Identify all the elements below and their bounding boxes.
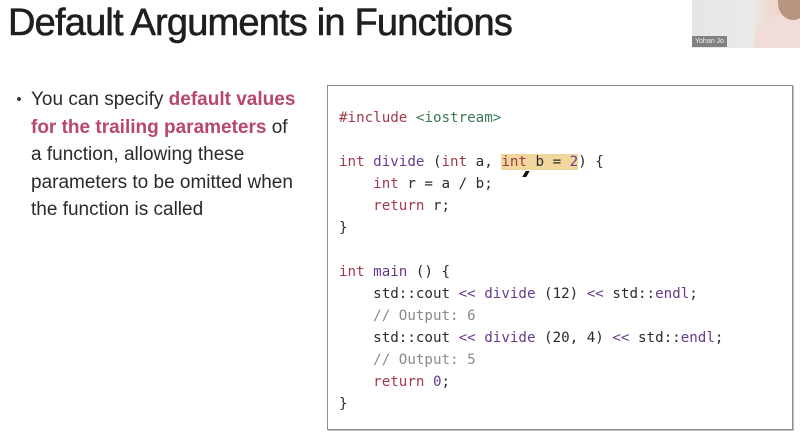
code-token: } [339,396,348,412]
code-line: #include <iostream> [339,107,723,129]
code-token: r = a / b; [398,176,493,192]
code-token-fn: endl [655,286,690,302]
code-token [476,286,485,302]
code-token [561,154,570,170]
code-token: std::cout [339,330,459,346]
code-line [339,239,723,261]
participant-name-label: Yohan Jo [692,36,727,47]
code-token: (20, 4) [535,330,613,346]
code-token-kw: return [373,198,425,214]
code-token: = [552,154,562,170]
participant-video-head [778,0,800,20]
bullet-list: • You can specify default values for the… [10,86,310,224]
code-token-fn: divide [484,286,536,302]
code-line: // Output: 6 [339,305,723,327]
code-token-kw: #include [339,110,408,126]
code-token [339,308,373,324]
code-line: int r = a / b; [339,173,723,195]
code-token-fn: endl [680,330,715,346]
code-token: ( [424,154,442,170]
code-line: std::cout << divide (12) << std::endl; [339,283,723,305]
code-token-kw: int [339,154,365,170]
code-line: int divide (int a, int b = 2) { [339,151,723,173]
code-token: } [339,220,348,236]
code-token: std:: [603,286,656,302]
code-token-fn: << [612,330,630,346]
bullet-item: You can specify default values for the t… [31,86,296,224]
code-token: ; [689,286,698,302]
code-token: r; [424,198,451,214]
code-token-cm: // Output: 5 [373,352,476,368]
code-token-str: <iostream> [415,110,502,126]
code-token: ; [714,330,724,346]
bullet-text-after: of a function, allowing these parameters… [31,116,293,221]
code-token [424,374,433,390]
code-token-num: 0 [432,374,442,390]
code-token-fn: divide [373,154,425,170]
code-token-kw: return [373,374,425,390]
code-line [339,129,723,151]
code-token [339,352,373,368]
bullet-text-before: You can specify [31,89,169,110]
code-token [339,198,373,214]
bullet-emphasis: default values for the trailing paramete… [31,89,296,138]
code-line: // Output: 5 [339,349,723,371]
code-token [339,176,373,192]
code-token-kw: int [441,154,468,170]
code-listing: #include <iostream> int divide (int a, i… [339,107,723,415]
code-token: b [526,154,553,170]
code-token: (12) [535,286,587,302]
code-token: () { [407,264,451,280]
code-token: std::cout [339,286,459,302]
code-token-num: 2 [569,154,579,170]
code-token-kw: int [339,264,365,280]
code-token: ; [441,374,451,390]
code-line: return 0; [339,371,723,393]
code-token-cm: // Output: 6 [373,308,476,324]
code-token-kw: int [373,176,399,192]
code-token-fn: << [458,286,476,302]
code-token: std:: [629,330,681,346]
slide-title: Default Arguments in Functions [8,2,513,45]
code-token: a, [467,154,502,170]
bullet-marker: • [16,91,22,108]
code-token [339,374,373,390]
code-line: } [339,393,723,415]
code-token-fn: divide [484,330,536,346]
code-line: return r; [339,195,723,217]
code-token-kw: int [501,154,527,170]
code-token-fn: main [373,264,408,280]
code-token-fn: << [586,286,604,302]
code-line: } [339,217,723,239]
webcam-thumbnail[interactable]: Yohan Jo [692,0,800,48]
code-token [476,330,485,346]
code-token [407,110,416,126]
code-token [365,154,374,170]
code-line: std::cout << divide (20, 4) << std::endl… [339,327,723,349]
code-line: int main () { [339,261,723,283]
code-token [365,264,374,280]
code-token: ) { [578,154,604,170]
code-token-fn: << [458,330,476,346]
code-block: #include <iostream> int divide (int a, i… [327,85,793,430]
